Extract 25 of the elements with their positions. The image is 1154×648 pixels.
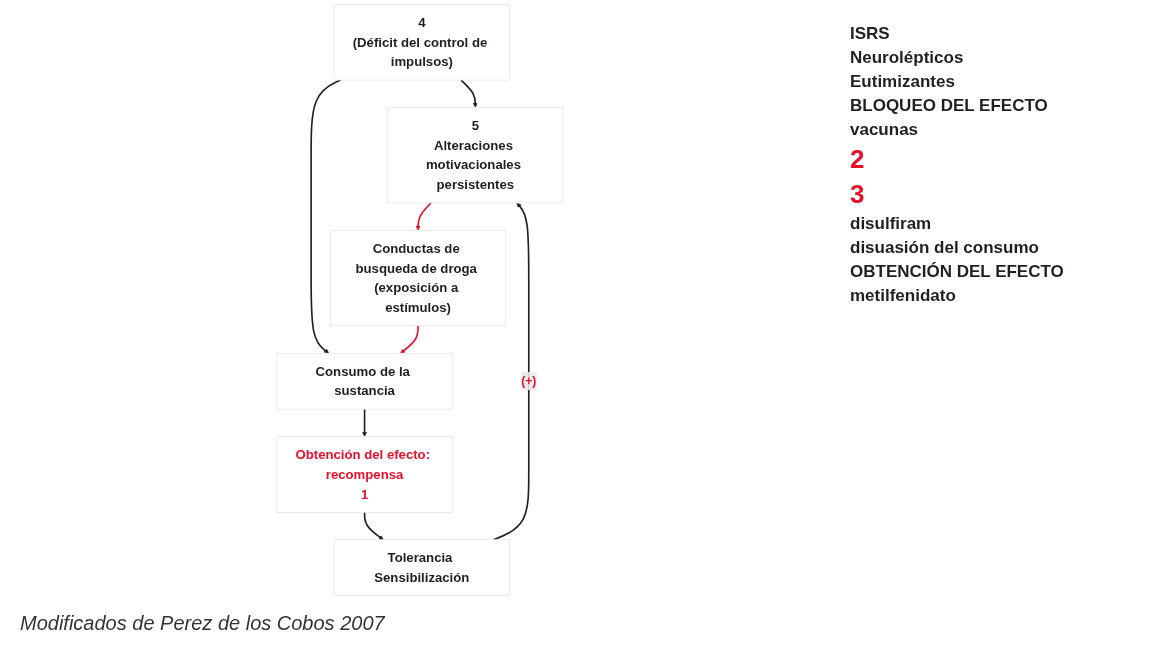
edge-label: (+): [521, 374, 537, 389]
node-box: 4 (Déficit del control de impulsos): [333, 4, 510, 81]
node-box: Obtención del efecto: recompensa 1: [276, 436, 453, 513]
arrow: [400, 324, 419, 354]
arrow: [415, 202, 432, 231]
note-text: Neurolépticos: [850, 48, 965, 68]
note-text: Eutimizantes: [850, 72, 956, 92]
node-box: Tolerancia Sensibilización: [333, 539, 510, 596]
note-text: OBTENCIÓN DEL EFECTO: [850, 262, 1065, 282]
note-text: vacunas: [850, 120, 920, 140]
node-box: Consumo de la sustancia: [276, 352, 453, 410]
arrow: [363, 511, 384, 540]
callout-number: 3: [850, 179, 866, 210]
callout-number: 2: [850, 144, 866, 175]
caption: Modificados de Perez de los Cobos 2007: [20, 612, 385, 635]
note-text: disulfiram: [850, 214, 933, 234]
note-text: BLOQUEO DEL EFECTO: [850, 96, 1049, 116]
note-text: ISRS: [850, 24, 891, 44]
node-box: Conductas de busqueda de droga (exposición a estímulos): [330, 230, 507, 327]
arrow: [492, 202, 530, 541]
arrow: [362, 408, 368, 437]
note-text: metilfenidato: [850, 286, 957, 306]
note-text: disuasión del consumo: [850, 238, 1040, 258]
node-box: 5 Alteraciones motivacionales persistentes: [387, 107, 564, 204]
arrow: [460, 79, 478, 108]
